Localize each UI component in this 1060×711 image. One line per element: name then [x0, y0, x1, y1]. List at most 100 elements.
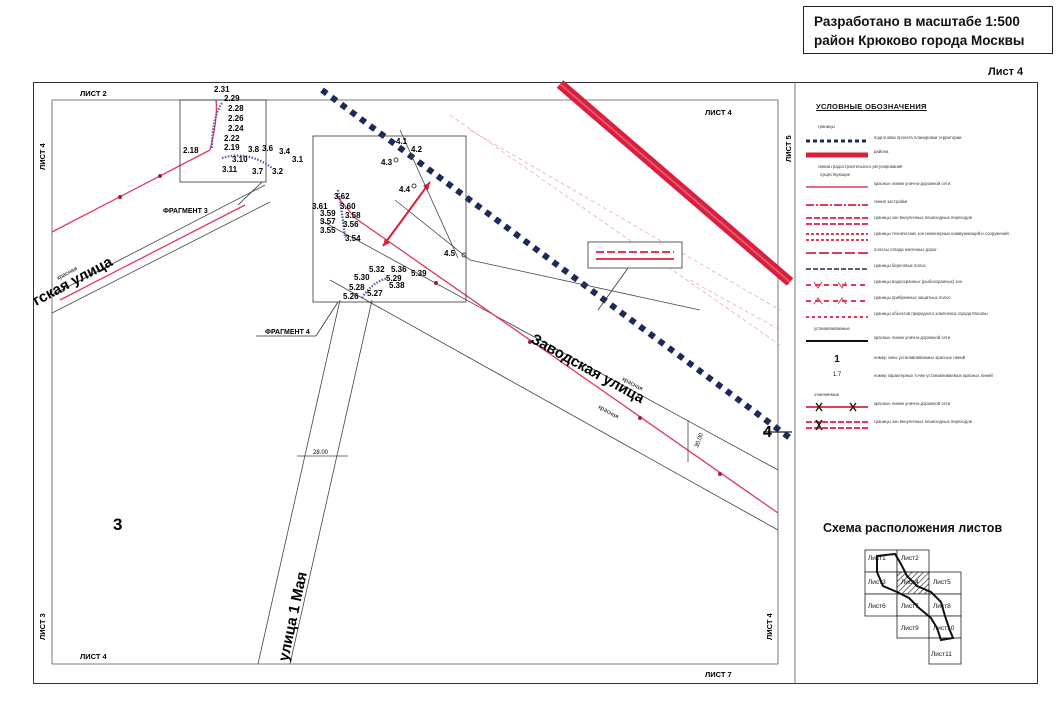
legend-item: красные линии улично-дорожной сети: [806, 181, 951, 188]
scale-text: Разработано в масштабе 1:500: [814, 14, 1020, 29]
frame-label-left-top: ЛИСТ 4: [38, 142, 47, 170]
project-boundary: [320, 87, 792, 441]
point-label: 5.38: [389, 281, 405, 290]
legend-item: 1.7 номер характерных точек устанавливае…: [804, 372, 1032, 386]
point-label: 2.19: [224, 143, 240, 152]
point-label: 3.8: [248, 145, 260, 154]
point-label: 3.11: [222, 165, 238, 174]
dimension-2: 30.00: [694, 432, 705, 449]
frame-label-right-top: ЛИСТ 5: [784, 135, 793, 162]
legend-item: границы зон внеуличных пешеходных перехо…: [804, 418, 1032, 432]
point-label: 3.56: [343, 220, 359, 229]
point-label: 3.60: [340, 202, 356, 211]
scheme-label: Лист5: [933, 579, 951, 586]
frame-label-left-bottom: ЛИСТ 3: [38, 613, 47, 640]
point-label: 3.6: [262, 144, 274, 153]
point-label: 2.22: [224, 134, 240, 143]
scheme-title: Схема расположения листов: [823, 521, 1003, 535]
point-label: 3.2: [272, 167, 284, 176]
frame-label-top-right: ЛИСТ 4: [705, 108, 733, 117]
scheme-label: Лист4: [901, 579, 919, 586]
legend-item: границы прибрежных защитных полос: [804, 294, 1032, 308]
pink-dashed-lines: [449, 114, 781, 346]
legend-item: 1 номер зоны устанавливаемых красных лин…: [804, 354, 1032, 368]
point-label: 2.18: [183, 146, 199, 155]
red-lines: [51, 99, 779, 514]
legend-zone-number: 1: [834, 354, 840, 365]
legend-section: границы: [818, 124, 835, 129]
scheme-label: Лист9: [901, 625, 919, 632]
point-label: 3.1: [292, 155, 304, 164]
fragment-3-label: ФРАГМЕНТ 3: [163, 208, 208, 215]
point-label: 5.39: [411, 269, 427, 278]
scheme-label: Лист6: [868, 603, 886, 610]
fragment-4-label: ФРАГМЕНТ 4: [265, 329, 310, 336]
scheme-label: Лист3: [868, 579, 886, 586]
point-label: 3.55: [320, 226, 336, 235]
point-label: 5.29: [386, 274, 402, 283]
legend-item: подготовки проекта планировки территории: [806, 135, 962, 143]
point-label: 5.32: [369, 265, 385, 274]
point-label: 4.4: [399, 185, 411, 194]
point-label: 2.24: [228, 124, 244, 133]
frame-label-bottom-right: ЛИСТ 7: [705, 670, 732, 679]
legend-subsection: существующие: [820, 172, 851, 177]
point-label: 3.61: [312, 202, 328, 211]
point-label: 2.28: [228, 104, 244, 113]
legend-point-number: 1.7: [832, 372, 842, 378]
district-text: район Крюково города Москвы: [814, 33, 1025, 48]
point-label: 4.3: [381, 158, 393, 167]
scheme-label: Лист11: [931, 651, 952, 658]
legend-subsection: устанавливаемые: [814, 326, 850, 331]
legend-item: линия застройки: [806, 199, 908, 206]
point-label: 2.29: [224, 94, 240, 103]
legend-item: красные линии улично-дорожной сети: [804, 400, 1032, 414]
scheme-label: Лист10: [933, 625, 955, 632]
scheme-cell: [928, 637, 962, 665]
scheme-label: Лист1: [868, 555, 886, 562]
legend-item: красные линии улично-дорожной сети: [806, 335, 951, 342]
sheet-scheme: Лист1 Лист2 Лист3 Лист4 Лист5 Лист6 Лист…: [864, 549, 962, 665]
point-label: 4.2: [411, 145, 423, 154]
street-label-2: Заводская улица: [528, 331, 648, 408]
scheme-label: Лист7: [901, 603, 919, 610]
frame-label-bottom-left: ЛИСТ 4: [80, 652, 108, 661]
legend-item: границы технических зон инженерных комму…: [806, 231, 1009, 241]
point-label: 5.36: [391, 265, 407, 274]
frame-lines: [51, 82, 796, 684]
frame-label-right-bottom: ЛИСТ 4: [765, 612, 774, 640]
point-label: 5.30: [354, 273, 370, 282]
point-label: 5.28: [349, 283, 365, 292]
point-label: 3.7: [252, 167, 264, 176]
point-label: 3.57: [320, 217, 336, 226]
map-frame: [33, 82, 1038, 684]
point-label: 5.27: [367, 289, 383, 298]
scheme-label: Лист8: [933, 603, 951, 610]
fragment-boxes: [179, 99, 467, 337]
legend-item: границы водоохранных (рыбоохранных) зон: [804, 278, 1032, 292]
legend-item: полосы отвода железных дорог: [806, 247, 937, 254]
legend-section: линии градостроительного регулирования: [818, 164, 903, 169]
title-block: Разработано в масштабе 1:500 район Крюко…: [803, 6, 1053, 54]
point-label: 3.62: [334, 192, 350, 201]
street-label-1: гская улица: [30, 253, 116, 310]
callout-box: [587, 241, 683, 311]
street-label-3: улица 1 Мая: [275, 570, 311, 663]
legend: УСЛОВНЫЕ ОБОЗНАЧЕНИЯ границы подготовки …: [800, 96, 1032, 431]
point-label: 3.59: [320, 209, 336, 218]
point-label: 2.26: [228, 114, 244, 123]
legend-item: границы объектов природного комплекса го…: [806, 311, 988, 318]
point-label: 3.54: [345, 234, 361, 243]
scheme-label: Лист2: [901, 555, 919, 562]
legend-item: границы береговых полос: [806, 263, 926, 270]
point-label: 3.10: [232, 155, 248, 164]
point-label: 4.5: [444, 249, 456, 258]
point-label: 3.58: [345, 211, 361, 220]
point-label: 4.1: [396, 137, 408, 146]
road-lines: [51, 184, 779, 665]
sheet-number: Лист 4: [988, 66, 1024, 78]
frame-label-top-left: ЛИСТ 2: [80, 89, 107, 98]
zone-3-label: 3: [113, 515, 122, 534]
zone-4-label: 4: [763, 424, 772, 441]
